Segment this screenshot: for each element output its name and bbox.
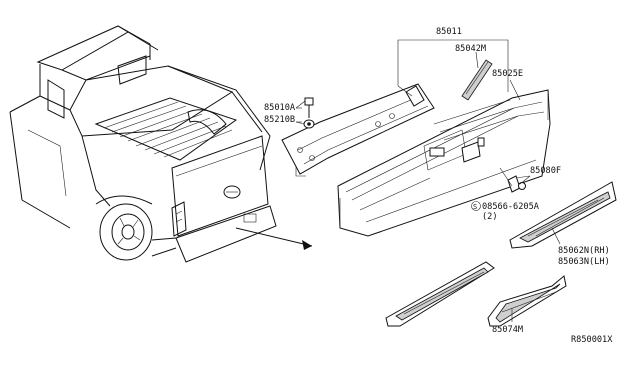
lower-step-right — [487, 275, 567, 327]
callout-85062n: 85062N(RH) — [558, 246, 610, 256]
callout-85010a: 85010A — [264, 103, 296, 113]
bumper-step-pad — [509, 181, 617, 249]
bumper-stay-bracket — [281, 83, 435, 177]
diagram-reference-code: R850001X — [571, 335, 613, 345]
retainer-clip — [507, 175, 531, 193]
callout-08566-6205a: 08566-6205A — [482, 202, 540, 212]
leader-lines — [295, 39, 561, 322]
callout-quantity: (2) — [482, 212, 498, 222]
lower-step-left — [385, 261, 495, 327]
callout-85025e: 85025E — [492, 69, 523, 79]
bumper-guard-strip — [461, 59, 493, 101]
bolt-and-washer — [296, 97, 315, 129]
direction-arrow — [235, 227, 313, 250]
callout-85042m: 85042M — [455, 44, 486, 54]
callout-85080f: 85080F — [530, 166, 561, 176]
callout-85063n: 85063N(LH) — [558, 257, 610, 267]
rear-bumper-assembly — [337, 89, 551, 237]
callout-85011: 85011 — [436, 27, 462, 37]
screw-symbol-icon — [471, 201, 481, 211]
callout-labels: 85011 85042M 85025E 85010A 85210B 85080F… — [264, 27, 613, 345]
pickup-truck-illustration — [9, 25, 277, 263]
screw-symbol-letter: S — [473, 203, 477, 211]
callout-85074m: 85074M — [492, 325, 523, 335]
callout-85210b: 85210B — [264, 115, 295, 125]
